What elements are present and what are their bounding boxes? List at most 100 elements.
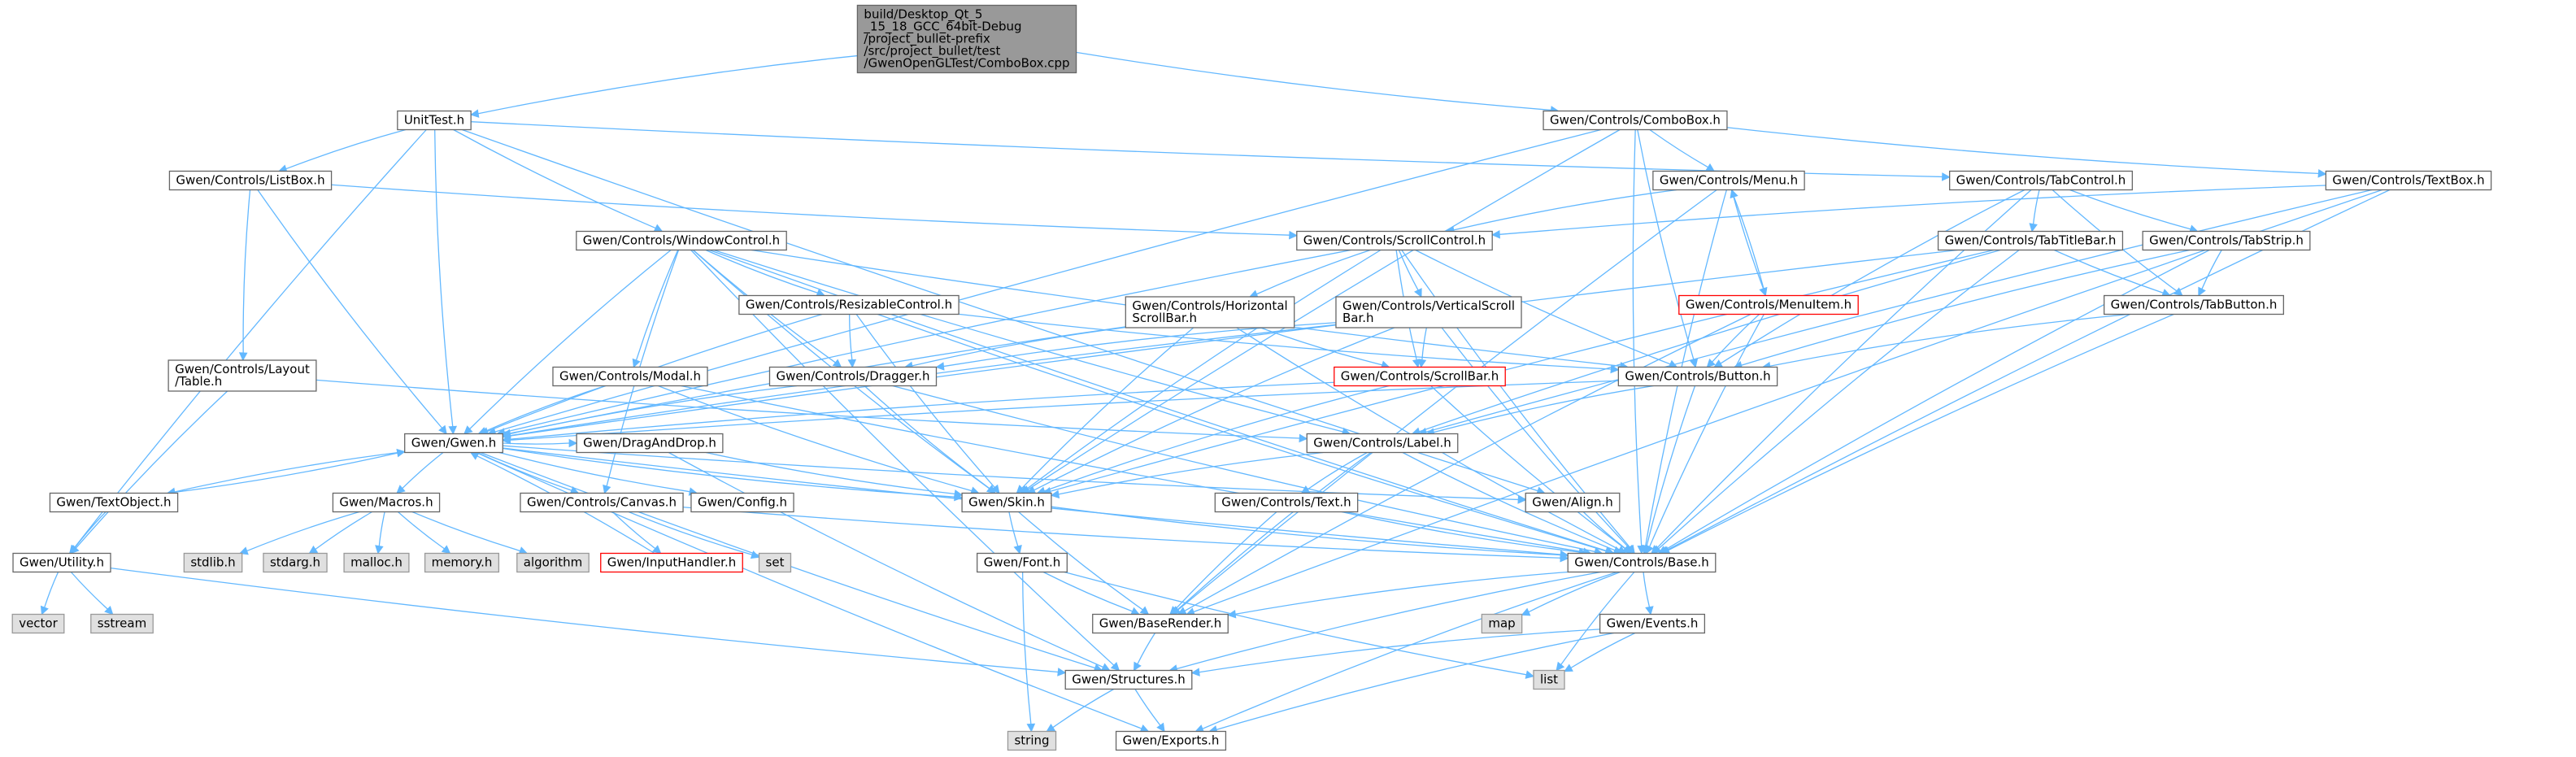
node-tabtitlebar[interactable]: Gwen/Controls/TabTitleBar.h — [1937, 230, 2124, 251]
node-box — [1296, 230, 1493, 251]
node-layouttable[interactable]: Gwen/Controls/Layout/Table.h — [168, 359, 317, 392]
node-tabbutton[interactable]: Gwen/Controls/TabButton.h — [2104, 294, 2284, 315]
node-box — [1949, 170, 2133, 191]
node-unittest[interactable]: UnitTest.h — [397, 110, 472, 131]
node-baserender[interactable]: Gwen/BaseRender.h — [1092, 613, 1229, 634]
node-memory[interactable]: memory.h — [424, 552, 500, 573]
node-button[interactable]: Gwen/Controls/Button.h — [1617, 366, 1778, 387]
node-font[interactable]: Gwen/Font.h — [977, 552, 1068, 573]
node-events[interactable]: Gwen/Events.h — [1599, 613, 1706, 634]
node-gwen[interactable]: Gwen/Gwen.h — [404, 433, 503, 454]
node-menuitem[interactable]: Gwen/Controls/MenuItem.h — [1678, 294, 1859, 315]
node-box — [263, 552, 328, 573]
edge-unittest-to-listbox — [278, 128, 407, 173]
arrow-head-icon — [1289, 230, 1298, 240]
node-windowcontrol[interactable]: Gwen/Controls/WindowControl.h — [576, 230, 787, 251]
node-textobject[interactable]: Gwen/TextObject.h — [49, 492, 179, 513]
node-label: ScrollBar.h — [1132, 311, 1197, 325]
node-skin[interactable]: Gwen/Skin.h — [961, 492, 1052, 513]
node-stdarg[interactable]: stdarg.h — [263, 552, 328, 573]
node-scrollcontrol[interactable]: Gwen/Controls/ScrollControl.h — [1296, 230, 1493, 251]
edge-windowcontrol-to-gwen — [463, 249, 672, 435]
node-scrollbar[interactable]: Gwen/Controls/ScrollBar.h — [1334, 366, 1506, 387]
arrow-head-icon — [1130, 607, 1140, 616]
node-box — [49, 492, 179, 513]
node-vector[interactable]: vector — [11, 613, 65, 634]
arrow-head-icon — [1652, 545, 1662, 555]
edge-base-to-structures — [1168, 571, 1601, 673]
node-exports[interactable]: Gwen/Exports.h — [1115, 730, 1227, 751]
node-label[interactable]: Gwen/Controls/Label.h — [1306, 433, 1459, 454]
node-menu[interactable]: Gwen/Controls/Menu.h — [1652, 170, 1805, 191]
node-base[interactable]: Gwen/Controls/Base.h — [1567, 552, 1717, 573]
edge-gwen-to-canvas — [476, 451, 580, 494]
node-label: Bar.h — [1342, 311, 1374, 325]
node-label: /Table.h — [175, 374, 222, 389]
node-draganddrop[interactable]: Gwen/DragAndDrop.h — [576, 433, 724, 454]
edge-resizable-to-skin — [855, 314, 1000, 494]
node-textbox[interactable]: Gwen/Controls/TextBox.h — [2325, 170, 2492, 191]
node-macros[interactable]: Gwen/Macros.h — [332, 492, 441, 513]
edge-skin-to-base — [1051, 506, 1569, 559]
node-set[interactable]: set — [758, 552, 792, 573]
node-modal[interactable]: Gwen/Controls/Modal.h — [552, 366, 708, 387]
node-combobox[interactable]: Gwen/Controls/ComboBox.h — [1543, 110, 1728, 131]
node-align[interactable]: Gwen/Align.h — [1525, 492, 1621, 513]
arrow-head-icon — [238, 352, 248, 362]
node-tabstrip[interactable]: Gwen/Controls/TabStrip.h — [2142, 230, 2311, 251]
arrow-head-icon — [2029, 223, 2038, 233]
edge-root-to-unittest — [470, 54, 858, 118]
edge-gwen-to-align — [503, 445, 1527, 504]
node-config[interactable]: Gwen/Config.h — [690, 492, 794, 513]
edge-base-to-baserender — [1227, 571, 1569, 619]
edge-menu-to-scrollcontrol — [1445, 189, 1677, 235]
node-algorithm[interactable]: algorithm — [516, 552, 590, 573]
arrow-head-icon — [568, 438, 578, 448]
node-box — [2104, 294, 2284, 315]
node-box — [690, 492, 794, 513]
edge-tabtitlebar-to-base — [1652, 249, 2020, 555]
arrow-head-icon — [1299, 433, 1308, 443]
edge-align-to-base — [1582, 511, 1632, 555]
node-structures[interactable]: Gwen/Structures.h — [1064, 669, 1193, 690]
arrow-head-icon — [1706, 359, 1716, 368]
node-utility[interactable]: Gwen/Utility.h — [12, 552, 111, 573]
node-text[interactable]: Gwen/Controls/Text.h — [1214, 492, 1359, 513]
node-label: string — [1014, 733, 1049, 748]
node-label: map — [1488, 616, 1515, 631]
arrow-head-icon — [1414, 288, 1422, 298]
arrow-head-icon — [502, 435, 511, 445]
node-string[interactable]: string — [1007, 730, 1057, 751]
node-canvas[interactable]: Gwen/Controls/Canvas.h — [520, 492, 684, 513]
node-sstream[interactable]: sstream — [90, 613, 154, 634]
node-dragger[interactable]: Gwen/Controls/Dragger.h — [768, 366, 938, 387]
node-map[interactable]: map — [1481, 613, 1523, 634]
node-box — [404, 433, 503, 454]
arrow-head-icon — [1643, 544, 1651, 555]
node-label: /GwenOpenGLTest/ComboBox.cpp — [864, 56, 1069, 71]
node-box — [1064, 669, 1193, 690]
node-list[interactable]: list — [1533, 669, 1565, 690]
node-inputhandler[interactable]: Gwen/InputHandler.h — [600, 552, 743, 573]
edge-scrollcontrol-to-vscroll — [1398, 250, 1422, 298]
arrow-head-icon — [1517, 495, 1527, 504]
node-box — [1115, 730, 1227, 751]
node-box — [738, 294, 959, 315]
node-label: Gwen/TextObject.h — [56, 495, 171, 510]
edge-listbox-to-layouttable — [238, 189, 251, 362]
arrow-head-icon — [1521, 607, 1531, 616]
arrow-head-icon — [69, 544, 79, 555]
edge-canvas-to-set — [628, 511, 760, 559]
node-malloc[interactable]: malloc.h — [343, 552, 410, 573]
node-listbox[interactable]: Gwen/Controls/ListBox.h — [168, 170, 333, 191]
arrow-head-icon — [1412, 359, 1421, 368]
node-tabcontrol[interactable]: Gwen/Controls/TabControl.h — [1949, 170, 2133, 191]
node-resizable[interactable]: Gwen/Controls/ResizableControl.h — [738, 294, 959, 315]
node-label: sstream — [98, 616, 146, 631]
node-label: Gwen/Controls/Canvas.h — [527, 495, 677, 510]
edge-button-to-label — [1425, 385, 1654, 437]
node-stdlib[interactable]: stdlib.h — [183, 552, 243, 573]
arrow-head-icon — [847, 359, 857, 368]
